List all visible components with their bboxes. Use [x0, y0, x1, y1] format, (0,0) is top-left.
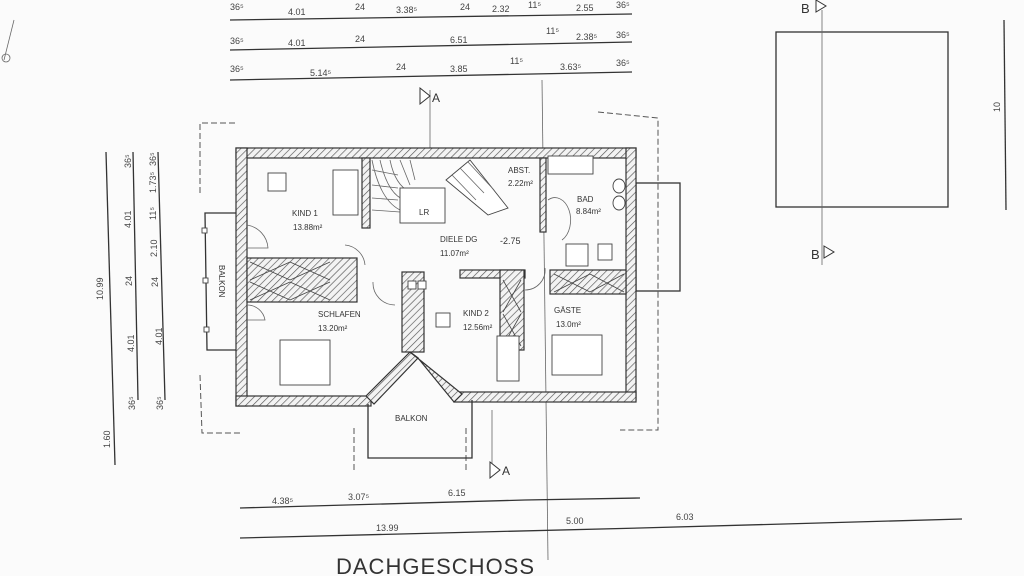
dim-label: 4.01	[123, 210, 133, 228]
bottom-dimensions: 4.38⁵ 3.07⁵ 6.15 13.99 5.00 6.03	[239, 488, 963, 539]
toilet	[597, 243, 613, 261]
dim-label: 2.32	[492, 4, 510, 14]
dim-label: 11⁵	[510, 56, 523, 66]
room-gaeste-name: GÄSTE	[554, 306, 581, 315]
wardrobes	[249, 261, 625, 347]
dim-label: 2.10	[149, 239, 159, 257]
left-dimensions: 10.99 1.60 36⁵ 4.01 24 4.01 36⁵ 36⁵ 1.73…	[95, 151, 166, 466]
dim-label: 36⁵	[148, 152, 158, 166]
section-marker-a-top: A	[432, 91, 440, 105]
room-diele-name: DIELE DG	[440, 235, 477, 244]
sink	[612, 195, 626, 211]
dim-label: 1.60	[102, 430, 112, 448]
room-schlafen-name: SCHLAFEN	[318, 310, 361, 319]
dim-label: 36⁵	[616, 0, 630, 10]
section-b-box: B B 10	[775, 0, 1007, 265]
dim-label: 3.07⁵	[348, 492, 370, 502]
dim-label: 36⁵	[230, 2, 244, 12]
dim-label: 10.99	[95, 277, 105, 300]
dim-label: 6.51	[450, 35, 468, 45]
dim-label: 11⁵	[528, 0, 541, 10]
dim-label: 24	[124, 276, 134, 286]
bed-kind2	[496, 335, 520, 382]
dim-label: 36⁵	[230, 64, 244, 74]
top-dimensions: 36⁵ 4.01 24 3.38⁵ 24 2.32 11⁵ 2.55 36⁵ 3…	[229, 0, 633, 81]
bed-schlafen	[279, 339, 331, 386]
room-bad-name: BAD	[577, 195, 594, 204]
room-abst-area: 2.22m²	[508, 179, 533, 188]
bathtub	[547, 155, 594, 175]
dim-label: 3.85	[450, 64, 468, 74]
room-labels: KIND 1 13.88m² ABST. 2.22m² BAD 8.84m² L…	[292, 166, 601, 333]
dim-label: 24	[355, 34, 365, 44]
fixtures	[267, 155, 626, 386]
dim-label: 36⁵	[230, 36, 244, 46]
section-marker-b-top: B	[801, 1, 810, 16]
room-gaeste-area: 13.0m²	[556, 320, 581, 329]
dim-label: 4.01	[126, 334, 136, 352]
room-abst-name: ABST.	[508, 166, 530, 175]
roof-outline	[353, 111, 659, 470]
section-marker-b-bottom: B	[811, 247, 820, 262]
balkon-left-label: BALKON	[217, 265, 226, 298]
corner-mark	[1, 19, 15, 63]
dim-label: 24	[355, 2, 365, 12]
dim-label: 24	[396, 62, 406, 72]
shower	[565, 243, 589, 267]
dim-label: 11⁵	[148, 207, 158, 220]
dim-label: 4.01	[288, 38, 306, 48]
dim-label: 5.00	[566, 516, 584, 526]
dim-label: 24	[460, 2, 470, 12]
desk-kind1	[267, 172, 287, 192]
dim-label: 1.73⁵	[148, 171, 158, 193]
room-diele-area: 11.07m²	[440, 249, 469, 258]
dim-label: 4.38⁵	[272, 496, 294, 506]
dim-label: 4.01	[154, 327, 164, 345]
bed-kind1	[332, 169, 359, 216]
staircase	[371, 159, 509, 224]
dim-label: 36⁵	[127, 396, 137, 410]
plan-title: DACHGESCHOSS	[336, 554, 535, 576]
room-lr-label: LR	[419, 208, 429, 217]
balkon-bottom-label: BALKON	[395, 414, 428, 423]
dim-label: 11⁵	[546, 26, 559, 36]
room-kind1-name: KIND 1	[292, 209, 318, 218]
room-kind1-area: 13.88m²	[293, 223, 323, 232]
desk-kind2	[435, 312, 451, 328]
sink	[612, 178, 626, 194]
room-kind2-name: KIND 2	[463, 309, 489, 318]
dim-label: 2.38⁵	[576, 32, 598, 42]
section-marker-a-bottom: A	[502, 464, 510, 478]
bed-gaeste	[551, 334, 603, 376]
dim-label: 2.55	[576, 3, 594, 13]
dim-label: 36⁵	[123, 154, 133, 168]
dim-label: 24	[150, 277, 160, 287]
exterior-walls	[235, 147, 637, 407]
dim-label: 6.15	[448, 488, 466, 498]
balcony-bottom: BALKON	[367, 400, 473, 459]
level-marker: -2.75	[500, 236, 521, 246]
dim-label: 4.01	[288, 7, 306, 17]
dim-label: 36⁵	[616, 58, 630, 68]
dim-label: 3.63⁵	[560, 62, 582, 72]
dim-label: 3.38⁵	[396, 5, 418, 15]
dim-label: 10	[992, 102, 1002, 112]
balcony-left: BALKON	[199, 122, 240, 434]
dim-label: 5.14⁵	[310, 68, 332, 78]
room-schlafen-area: 13.20m²	[318, 324, 348, 333]
doors	[246, 197, 572, 321]
dim-label: 13.99	[376, 523, 399, 533]
dim-label: 36⁵	[616, 30, 630, 40]
dim-label: 6.03	[676, 512, 694, 522]
dim-label: 36⁵	[155, 396, 165, 410]
room-bad-area: 8.84m²	[576, 207, 601, 216]
room-kind2-area: 12.56m²	[463, 323, 493, 332]
